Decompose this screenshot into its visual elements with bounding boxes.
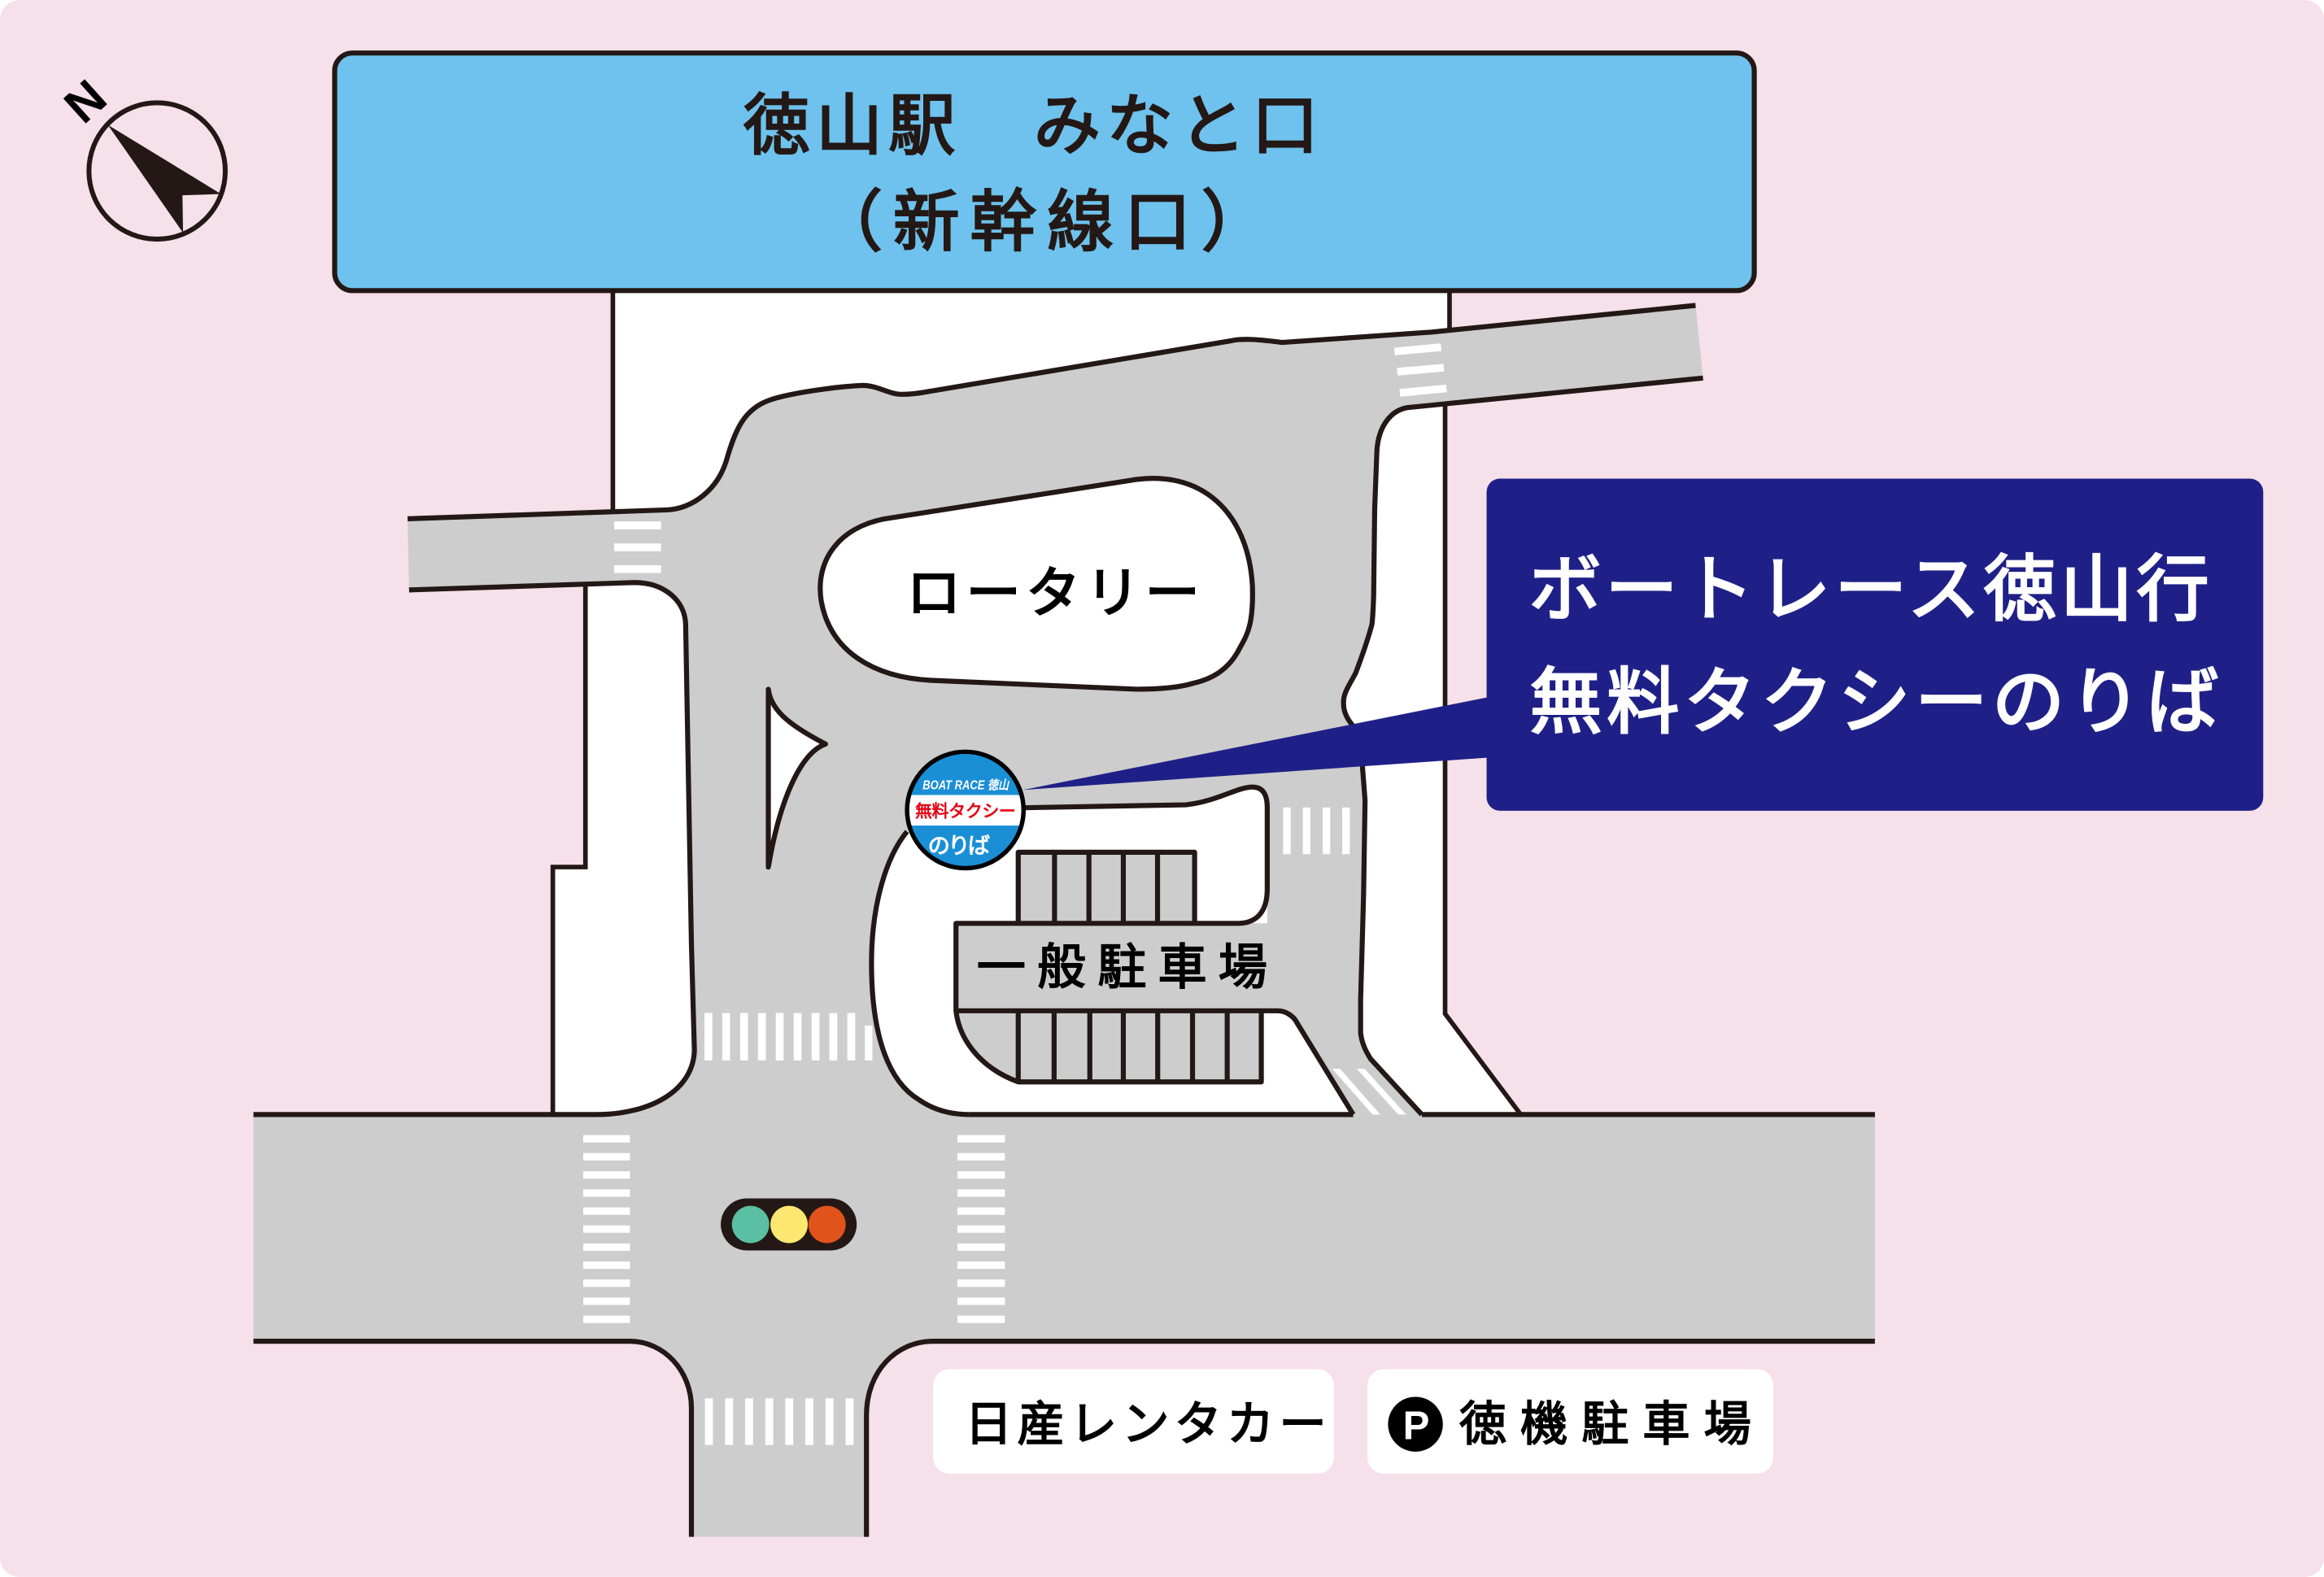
badge-top-text: BOAT RACE 徳山 (922, 778, 1009, 792)
parking-island-west-edge (869, 830, 970, 1117)
landmark-rental-car: 日産レンタカー (933, 1369, 1334, 1474)
crosswalk-northeast-road (1393, 343, 1447, 397)
crosswalk-west-road (614, 521, 661, 573)
red-light (808, 1205, 846, 1244)
parking-stall-dividers-lower (1015, 1010, 1230, 1083)
badge-bottom-text: のりば (928, 834, 991, 859)
main-road-south-edge-west (253, 1339, 695, 1537)
traffic-light-icon (721, 1198, 857, 1251)
compass-ring (86, 100, 228, 242)
plaza-boundary-west-lower (550, 584, 588, 1115)
crosswalk-main-road-west (582, 1135, 630, 1323)
north-arrow-icon (107, 124, 221, 233)
landmark-box (1367, 1369, 1774, 1474)
callout-line-1: ボートレース徳山行 (1528, 547, 2208, 632)
yellow-light (770, 1205, 809, 1244)
crosswalk-diagonal (1332, 1069, 1406, 1115)
parking-stalls-upper-outline (1015, 849, 1197, 924)
parking-island-outline (953, 784, 1356, 1116)
crosswalk-east-road (1283, 807, 1350, 855)
crosswalk-main-road-east (957, 1135, 1005, 1323)
main-road (253, 1114, 1875, 1537)
road-edge-north (407, 303, 1696, 521)
green-light (731, 1205, 770, 1244)
parking-p-letter: P (1403, 1403, 1430, 1448)
station-exit-sign: 徳山駅 みなと口 （新幹線口） (332, 50, 1757, 294)
rotary-island (818, 476, 1255, 692)
callout-line-2: 無料タクシーのりば (1529, 660, 2218, 745)
parking-p-icon (1388, 1396, 1443, 1452)
crosswalk-plaza-exit (704, 1013, 873, 1061)
parking-stall-dividers-upper (1052, 852, 1161, 924)
parking-island (869, 784, 1358, 1117)
parking-label: 一般駐車場 (977, 939, 1267, 996)
traffic-island (765, 686, 828, 870)
landmark-box (933, 1369, 1334, 1474)
landmark-label: 日産レンタカー (965, 1396, 1327, 1452)
road-edge-east (1341, 375, 1703, 1117)
rotary-label: ロータリー (906, 560, 1200, 625)
badge-middle-band (907, 795, 1023, 826)
landmark-parking: P 徳機駐車場 (1367, 1369, 1774, 1474)
rotary-road-network (408, 305, 1703, 1115)
badge-ring (905, 749, 1027, 871)
main-road-south-edge-east (864, 1339, 1875, 1537)
crosswalk-south-road (704, 1398, 854, 1445)
station-box (332, 50, 1757, 294)
plaza-boundary-east-lower (1442, 403, 1523, 1117)
road-edge-west (253, 580, 697, 1117)
badge-middle-text: 無料タクシー (915, 802, 1016, 821)
callout-box (1486, 478, 2264, 811)
landmark-label: 徳機駐車場 (1458, 1396, 1751, 1452)
